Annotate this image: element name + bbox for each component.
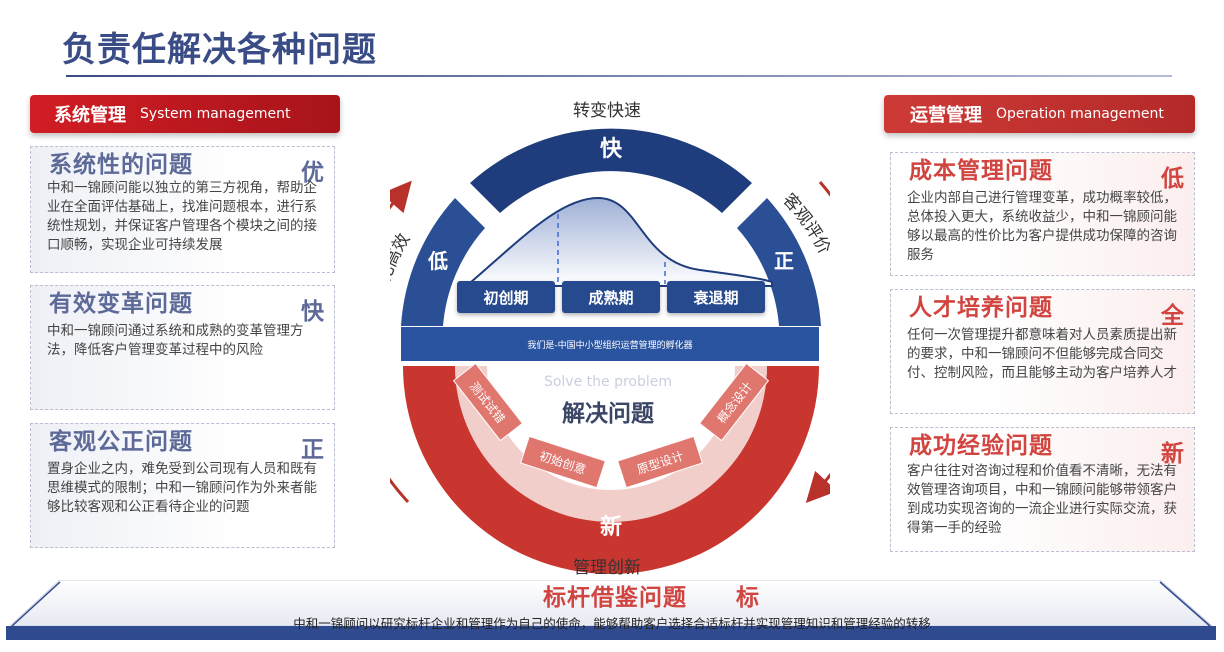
card-text: 企业内部自己进行管理变革，成功概率较低，总体投入更大，系统收益少，中和一锦顾问能…: [907, 190, 1177, 263]
header-cn-label: 运营管理: [910, 105, 982, 126]
card-title: 成本管理问题: [909, 158, 1053, 184]
phase-decline: 衰退期: [667, 281, 765, 313]
card-title: 人才培养问题: [909, 295, 1053, 321]
ring-top-label: 转变快速: [573, 101, 641, 121]
header-en-label: System management: [140, 106, 291, 122]
benchmark-badge: 标: [736, 585, 759, 611]
card-title: 有效变革问题: [49, 291, 193, 317]
solve-problem-en: Solve the problem: [543, 374, 673, 390]
card-text: 中和一锦顾问能以独立的第三方视角，帮助企业在全面评估基础上，找准问题根本，进行系…: [47, 180, 317, 253]
page-title: 负责任解决各种问题: [62, 30, 377, 70]
card-cost-management: 成本管理问题 低 企业内部自己进行管理变革，成功概率较低，总体投入更大，系统收益…: [890, 152, 1195, 276]
card-badge: 优: [301, 160, 324, 186]
header-cn-label: 系统管理: [54, 105, 126, 126]
benchmark-text: 中和一锦顾问以研究标杆企业和管理作为自己的使命，能够帮助客户选择合适标杆并实现管…: [293, 616, 931, 631]
card-title: 客观公正问题: [49, 429, 193, 455]
card-badge: 正: [301, 437, 324, 463]
step-box-prototype: 原型设计: [617, 435, 703, 489]
inner-pink-band: [455, 366, 767, 522]
card-objective-fairness: 客观公正问题 正 置身企业之内，难免受到公司现有人员和既有思维模式的限制；中和一…: [30, 423, 335, 548]
card-success-experience: 成功经验问题 新 客户往往对咨询过程和价值看不清晰，无法有效管理咨询项目，中和一…: [890, 427, 1195, 552]
benchmark-title: 标杆借鉴问题: [543, 585, 687, 611]
phase-startup: 初创期: [457, 281, 555, 313]
card-talent-development: 人才培养问题 全 任何一次管理提升都意味着对人员素质提出新的要求，中和一锦顾问不…: [890, 289, 1195, 414]
lifecycle-curve: [469, 196, 773, 287]
operation-management-header: 运营管理 Operation management: [884, 95, 1195, 133]
card-badge: 全: [1161, 303, 1184, 329]
card-text: 置身企业之内，难免受到公司现有人员和既有思维模式的限制；中和一锦顾问作为外来者能…: [47, 461, 317, 515]
card-text: 客户往往对咨询过程和价值看不清晰，无法有效管理咨询项目，中和一锦顾问能够带领客户…: [907, 463, 1177, 536]
card-effective-reform: 有效变革问题 快 中和一锦顾问通过系统和成熟的变革管理方法，降低客户管理变革过程…: [30, 285, 335, 410]
solve-problem-cn: 解决问题: [562, 401, 654, 427]
card-badge: 新: [1161, 441, 1184, 467]
tagline-bar: 我们是-中国中小型组织运营管理的孵化器: [401, 327, 819, 361]
card-text: 中和一锦顾问通过系统和成熟的变革管理方法，降低客户管理变革过程中的风险: [47, 323, 304, 358]
segment-new-label: 新: [600, 514, 622, 540]
system-management-header: 系统管理 System management: [30, 95, 340, 133]
title-divider: [66, 75, 1172, 77]
header-en-label: Operation management: [996, 106, 1164, 122]
segment-left-low: [401, 198, 485, 326]
phase-mature: 成熟期: [562, 281, 660, 313]
segment-low-label: 低: [427, 249, 448, 273]
ring-bottom-label: 管理创新: [573, 558, 641, 578]
segment-right-label: 正: [774, 249, 794, 273]
segment-right-upright: [737, 198, 821, 326]
ring-diagram: 快 低 正 新 转化高效 客观评价 测试试错 初始创意 原型设计 概念设计: [390, 128, 830, 574]
benchmark-platform: [6, 580, 1216, 640]
card-title: 系统性的问题: [49, 152, 193, 178]
card-title: 成功经验问题: [909, 433, 1053, 459]
card-badge: 低: [1161, 166, 1184, 192]
card-text: 任何一次管理提升都意味着对人员素质提出新的要求，中和一锦顾问不但能够完成合同交付…: [907, 327, 1177, 381]
card-systemic-issue: 系统性的问题 优 中和一锦顾问能以独立的第三方视角，帮助企业在全面评估基础上，找…: [30, 146, 335, 273]
segment-top-fast: [470, 128, 752, 213]
segment-fast-label: 快: [600, 137, 623, 162]
segment-bottom-new: [403, 366, 819, 574]
card-badge: 快: [301, 299, 324, 325]
